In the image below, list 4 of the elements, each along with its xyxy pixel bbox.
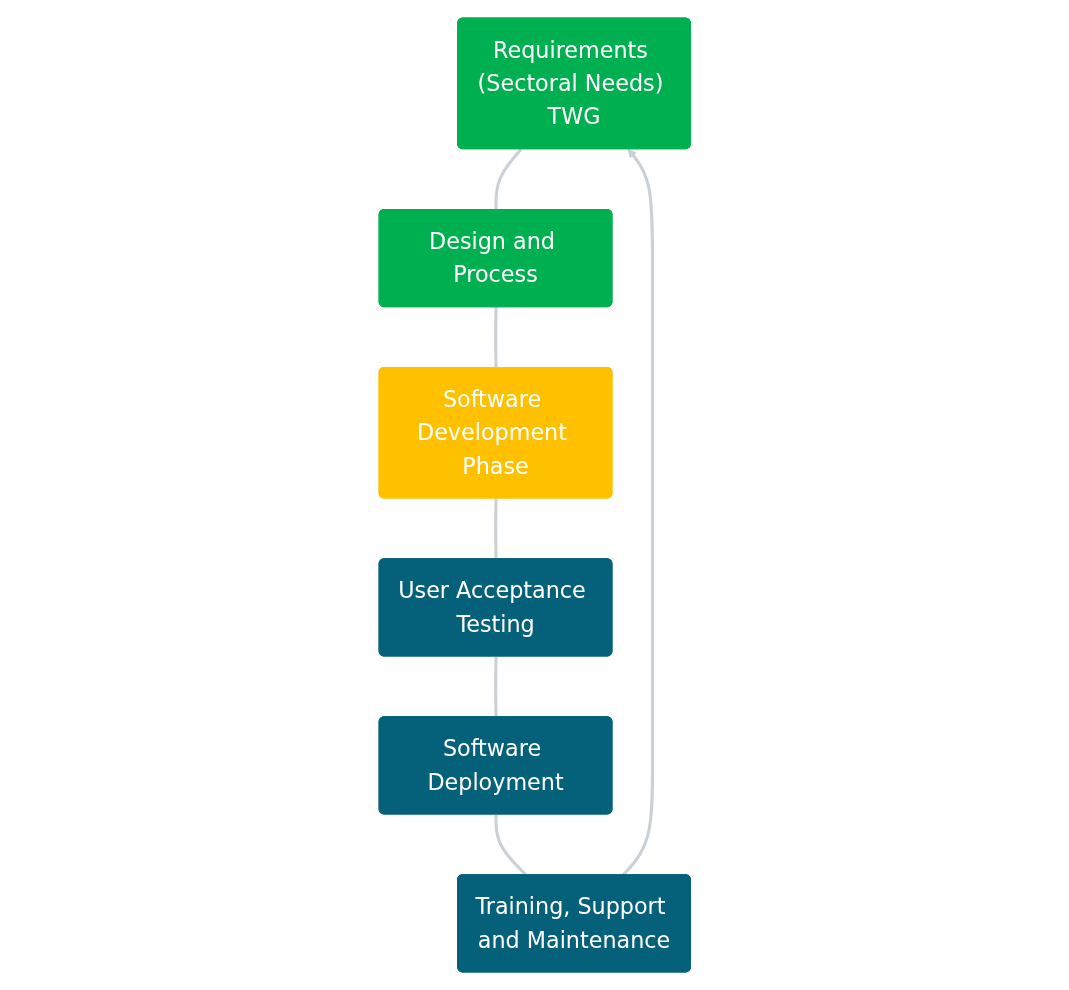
connector <box>494 148 522 210</box>
connector <box>493 307 498 368</box>
connector <box>493 656 498 718</box>
connector <box>493 498 498 560</box>
